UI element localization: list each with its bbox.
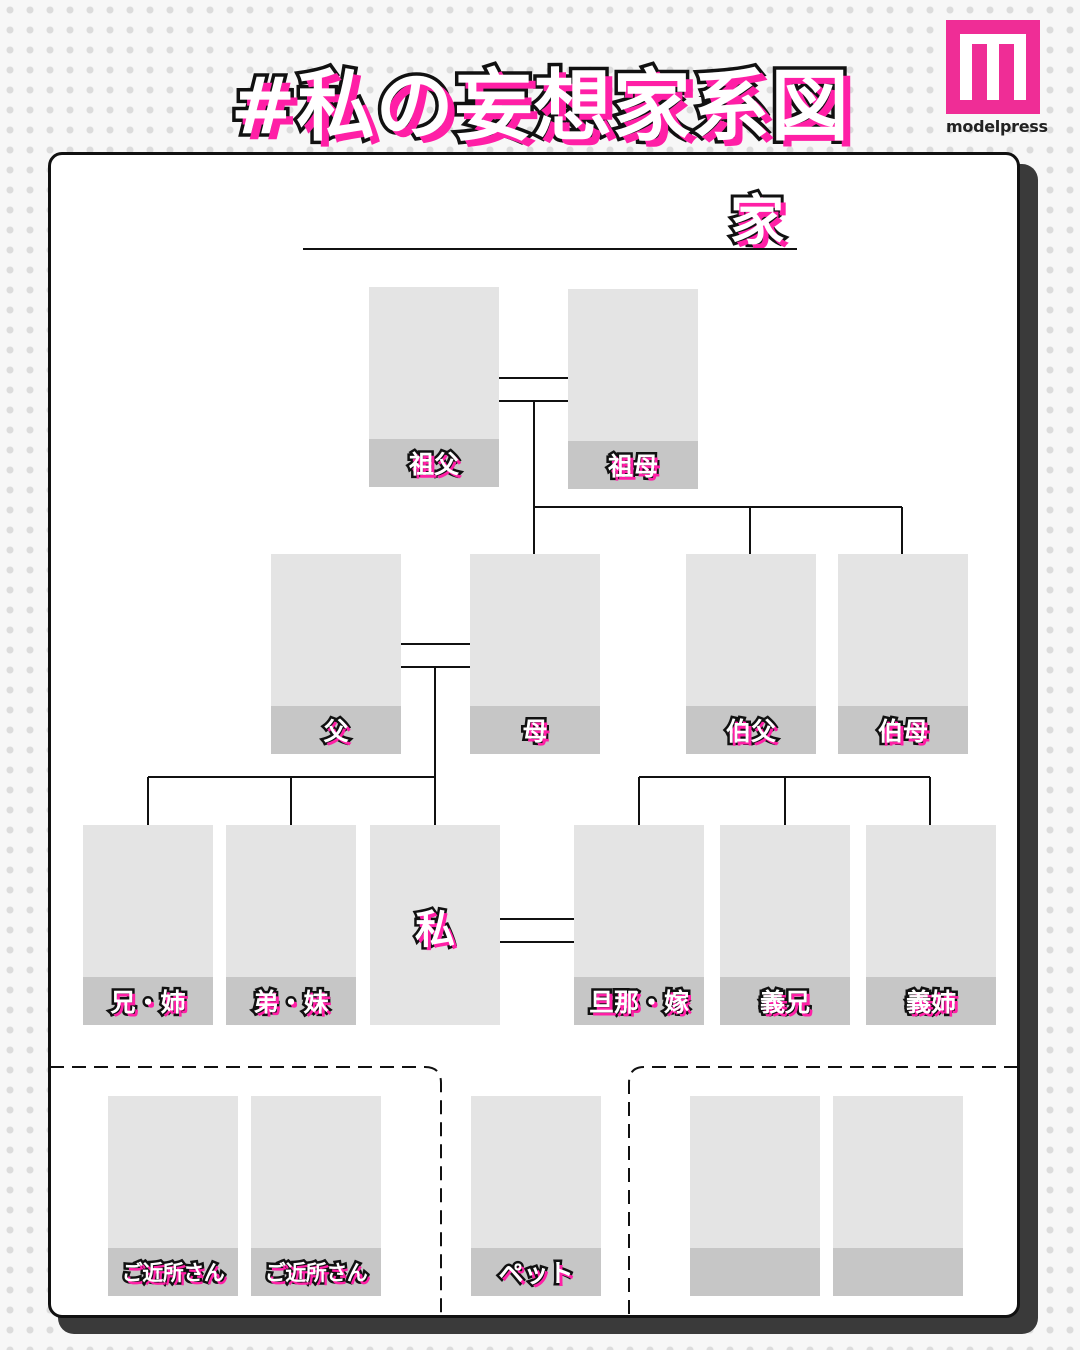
- mother-label: 母: [520, 715, 550, 749]
- me-label: 私: [413, 905, 458, 956]
- father-label: 父: [321, 715, 351, 749]
- neighbor-label-1: ご近所さん: [119, 1259, 227, 1288]
- father-card[interactable]: 父: [271, 554, 401, 754]
- younger-sibling-label: 弟・妹: [251, 986, 331, 1020]
- me-card[interactable]: 私: [370, 825, 500, 1025]
- extra-card-2[interactable]: [833, 1096, 963, 1296]
- brother-in-law-label: 義兄: [757, 986, 812, 1020]
- grandfather-label: 祖父: [406, 448, 461, 482]
- logo-mark-icon: [946, 20, 1040, 114]
- family-name-input-line[interactable]: [303, 248, 797, 250]
- page-title: #私の妄想家系図: [227, 59, 852, 156]
- modelpress-logo: modelpress: [946, 20, 1048, 136]
- pet-card[interactable]: ペット: [471, 1096, 601, 1296]
- aunt-label: 伯母: [875, 715, 930, 749]
- neighbor-card-2[interactable]: ご近所さん: [251, 1096, 381, 1296]
- grandmother-card[interactable]: 祖母: [568, 289, 698, 489]
- older-sibling-card[interactable]: 兄・姉: [83, 825, 213, 1025]
- logo-text: modelpress: [946, 117, 1048, 136]
- uncle-card[interactable]: 伯父: [686, 554, 816, 754]
- grandfather-card[interactable]: 祖父: [369, 287, 499, 487]
- younger-sibling-card[interactable]: 弟・妹: [226, 825, 356, 1025]
- older-sibling-label: 兄・姉: [108, 986, 188, 1020]
- neighbor-card-1[interactable]: ご近所さん: [108, 1096, 238, 1296]
- neighbor-label-2: ご近所さん: [262, 1259, 370, 1288]
- aunt-card[interactable]: 伯母: [838, 554, 968, 754]
- sister-in-law-card[interactable]: 義姉: [866, 825, 996, 1025]
- grandmother-label: 祖母: [605, 450, 660, 484]
- uncle-label: 伯父: [723, 715, 778, 749]
- extra-card-1[interactable]: [690, 1096, 820, 1296]
- brother-in-law-card[interactable]: 義兄: [720, 825, 850, 1025]
- family-name-suffix: 家: [727, 186, 787, 255]
- spouse-label: 旦那・嫁: [586, 986, 691, 1020]
- spouse-card[interactable]: 旦那・嫁: [574, 825, 704, 1025]
- pet-label: ペット: [496, 1257, 576, 1291]
- sister-in-law-label: 義姉: [903, 986, 958, 1020]
- mother-card[interactable]: 母: [470, 554, 600, 754]
